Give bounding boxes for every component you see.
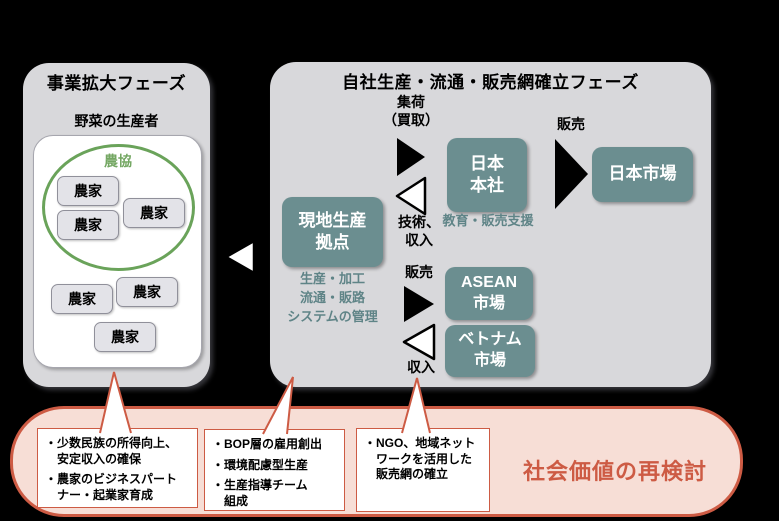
sales-mid-label: 販売 [405, 264, 433, 280]
callout-item: ・環境配慮型生産 [212, 457, 309, 472]
local-production-base-node: 現地生産 拠点 [282, 197, 383, 267]
farmer-box: 農家 [57, 210, 119, 240]
farmer-box: 農家 [116, 277, 178, 307]
coop-ellipse [42, 144, 195, 271]
local-base-note: 生産・加工 流通・販路 システムの管理 [287, 271, 378, 324]
income-label: 収入 [407, 359, 435, 375]
coop-label: 農協 [104, 153, 132, 169]
social-value-banner: 社会価値の再検討 [522, 459, 707, 484]
right-phase-title: 自社生産・流通・販売網確立フェーズ [342, 73, 639, 92]
callout-bop-employment: ・BOP層の雇用創出 ・環境配慮型生産 ・生産指導チーム 組成 [204, 429, 345, 511]
farmer-box: 農家 [123, 198, 185, 228]
tech-income-label: 技術、 収入 [398, 214, 440, 248]
sales-top-label: 販売 [557, 116, 585, 132]
phase-transfer-arrow-left-icon [224, 239, 256, 275]
farmer-box: 農家 [94, 322, 156, 352]
callout-item: ・少数民族の所得向上、 安定収入の確保 [45, 436, 178, 466]
callout-item: ・農家のビジネスパート ナー・起業家育成 [45, 472, 178, 502]
japan-market-node: 日本市場 [592, 147, 693, 202]
callout-item: ・BOP層の雇用創出 [212, 437, 323, 451]
japan-hq-node: 日本 本社 [447, 138, 527, 212]
producers-subtitle: 野菜の生産者 [74, 113, 159, 129]
asean-market-node: ASEAN 市場 [445, 267, 533, 320]
collect-label: 集荷 （買取） [383, 94, 439, 128]
callout-item: ・NGO、地域ネット ワークを活用した 販売網の確立 [364, 436, 476, 482]
farmer-box: 農家 [51, 284, 113, 314]
left-phase-title: 事業拡大フェーズ [46, 74, 187, 93]
farmer-box: 農家 [57, 176, 119, 206]
callout-ngo-network: ・NGO、地域ネット ワークを活用した 販売網の確立 [356, 428, 490, 512]
vietnam-market-node: ベトナム 市場 [445, 325, 535, 377]
callout-item: ・生産指導チーム 組成 [212, 478, 308, 508]
japan-hq-note: 教育・販売支援 [442, 213, 534, 228]
callout-minority-income: ・少数民族の所得向上、 安定収入の確保 ・農家のビジネスパート ナー・起業家育成 [37, 428, 198, 508]
